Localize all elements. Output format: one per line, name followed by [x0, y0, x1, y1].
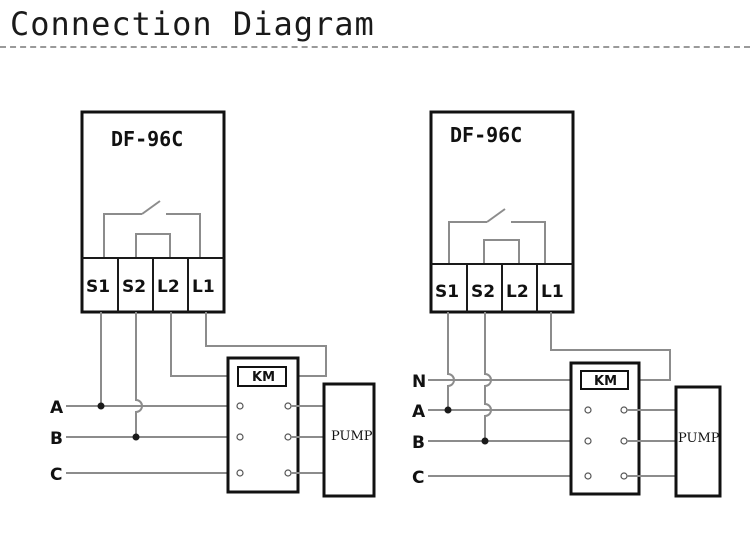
- terminal-s1: S1: [435, 282, 459, 302]
- line-label-a: A: [412, 402, 426, 422]
- terminal-l1: L1: [192, 277, 215, 297]
- page-title: Connection Diagram: [10, 5, 375, 43]
- header: Connection Diagram: [0, 0, 750, 48]
- terminal-strip: S1 S2 L2 L1: [431, 263, 573, 312]
- pump-box: [322, 382, 376, 498]
- line-label-b: B: [412, 433, 425, 453]
- contactor-label: KM: [252, 370, 275, 385]
- line-label-b: B: [50, 429, 63, 449]
- diagram-left: DF-96C S1 S2 L2 L1 A B C: [50, 110, 376, 498]
- relay-switch-symbol: [448, 208, 546, 264]
- pump-box: [674, 385, 722, 498]
- relay-switch-symbol: [103, 200, 201, 258]
- diagram-right: DF-96C S1 S2 L2 L1 N A B: [412, 110, 722, 498]
- terminal-s1: S1: [86, 277, 110, 297]
- terminal-strip: S1 S2 L2 L1: [82, 257, 224, 312]
- terminal-l2: L2: [157, 277, 180, 297]
- contactor-coil: [580, 370, 629, 390]
- contactor-label: KM: [594, 374, 617, 389]
- line-label-a: A: [50, 398, 64, 418]
- terminal-s2: S2: [471, 282, 495, 302]
- line-label-c: C: [50, 465, 62, 485]
- controller-model: DF-96C: [450, 123, 522, 147]
- pump-label: PUMP: [678, 431, 720, 446]
- contactor-terminals: [236, 402, 292, 477]
- contactor-terminals: [584, 406, 628, 480]
- terminal-l2: L2: [506, 282, 529, 302]
- controller-model: DF-96C: [111, 127, 183, 151]
- line-label-c: C: [412, 468, 424, 488]
- phase-lines: A B C: [50, 398, 228, 485]
- pump-label: PUMP: [331, 429, 373, 444]
- contactor-coil: [237, 366, 287, 387]
- phase-lines: N A B C: [412, 372, 571, 488]
- terminal-l1: L1: [541, 282, 564, 302]
- terminal-s2: S2: [122, 277, 146, 297]
- line-label-n: N: [412, 372, 426, 392]
